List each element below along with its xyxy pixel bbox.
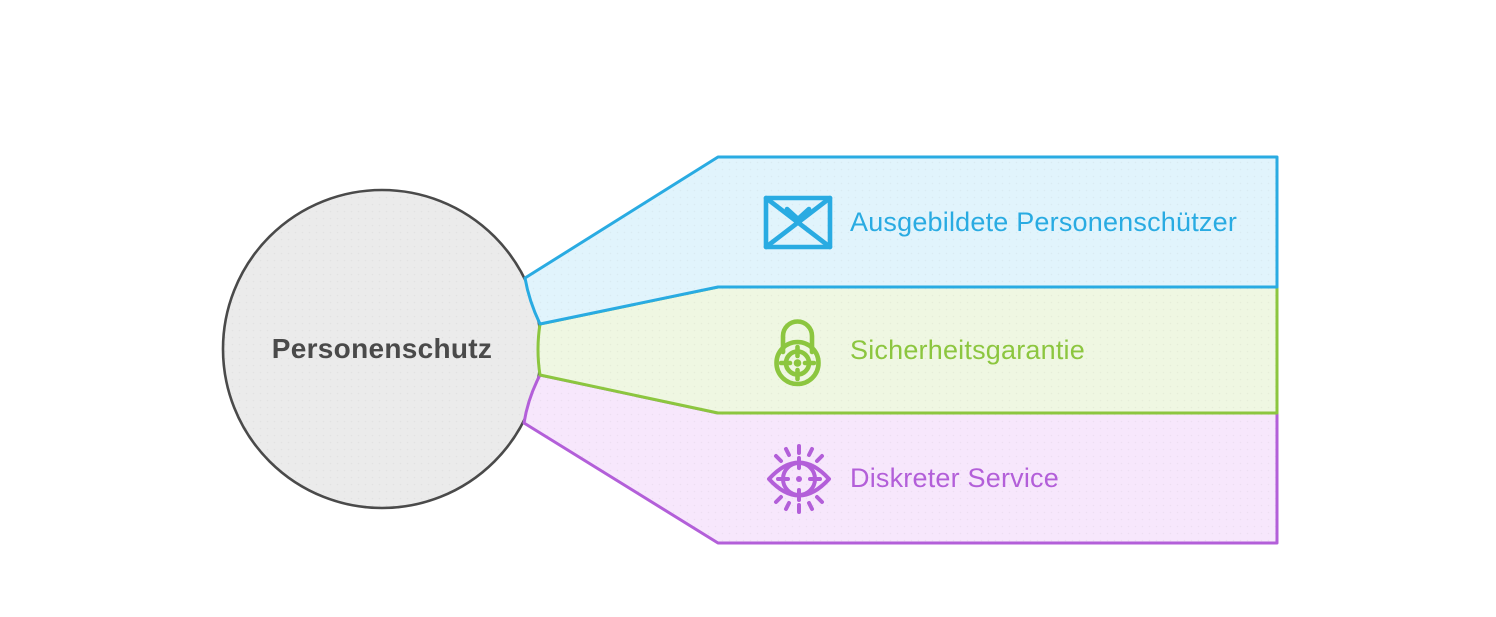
envelope-icon bbox=[763, 195, 833, 250]
branch-shape-ausgebildete-personenschuetzer bbox=[523, 155, 1279, 326]
branch-shape-diskreter-service bbox=[522, 373, 1279, 545]
branch-shape-sicherheitsgarantie bbox=[536, 285, 1279, 415]
center-node bbox=[221, 188, 543, 510]
eye-target-icon bbox=[767, 444, 831, 514]
lock-target-icon bbox=[774, 319, 821, 387]
